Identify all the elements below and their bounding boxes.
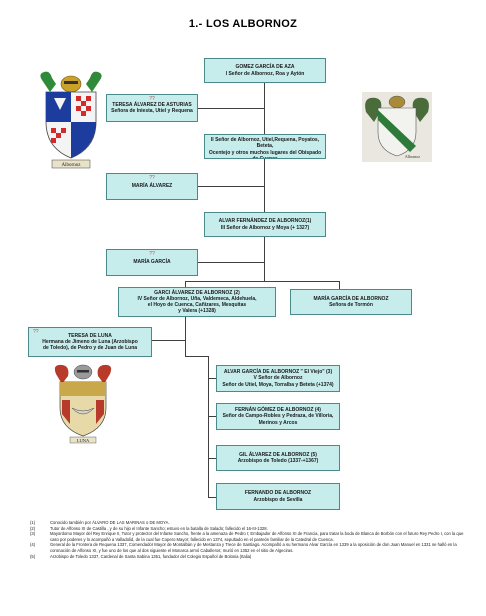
person-alvar-garcia-de-albornoz[interactable]: ALVAR GARCÍA DE ALBORNOZ " El Viejo" (3)… — [216, 365, 340, 392]
marriage-mark: ?? — [149, 251, 155, 257]
footnote: (3) Mayordomo Mayor del Rey Enrique II, … — [30, 531, 464, 542]
marriage-mark: ?? — [33, 329, 39, 335]
connector — [196, 186, 264, 187]
coat-of-arms-left: Albornoz — [40, 71, 102, 169]
footnote: (2) Tutor de Alfonso XI de Castilla , y … — [30, 525, 268, 531]
connector — [185, 316, 186, 356]
person-fernando-de-albornoz[interactable]: FERNANDO DE ALBORNOZ Arzobispo de Sevill… — [216, 483, 340, 510]
person-fernan-gomez-de-albornoz[interactable]: FERNÁN GÓMEZ DE ALBORNOZ II Señor de Alb… — [204, 134, 326, 159]
connector — [152, 340, 185, 341]
person-garci-alvarez-de-albornoz[interactable]: GARCI ÁLVAREZ DE ALBORNOZ (2) IV Señor d… — [118, 287, 276, 317]
footnotes: (1) Conocido también por ÁLVARO DE LAS M… — [30, 520, 470, 559]
footnote: (1) Conocido también por ÁLVARO DE LAS M… — [30, 520, 170, 525]
person-teresa-de-luna[interactable]: ?? TERESA DE LUNA Hermana de Jimeno de L… — [28, 327, 152, 357]
coat-of-arms-left-label: Albornoz — [62, 163, 82, 168]
connector — [185, 281, 339, 282]
person-teresa-alvarez-de-asturias[interactable]: ?? TERESA ÁLVAREZ DE ASTURIAS Señora de … — [106, 94, 198, 122]
footnote: (4) General de la Frontera de Requena 13… — [30, 542, 457, 553]
connector — [185, 281, 186, 287]
coat-of-arms-luna: LUNA — [54, 364, 112, 444]
person-fernan-gomez-de-albornoz-4[interactable]: FERNÁN GÓMEZ DE ALBORNOZ (4) Señor de Ca… — [216, 403, 340, 430]
connector — [208, 356, 209, 498]
connector — [196, 262, 264, 263]
connector — [264, 262, 265, 282]
connector — [264, 82, 265, 134]
connector — [264, 236, 265, 262]
marriage-mark: ?? — [149, 175, 155, 181]
connector — [185, 356, 209, 357]
coat-of-arms-right: Albornoz — [362, 92, 432, 162]
person-alvar-fernandez-de-albornoz[interactable]: ALVAR FERNÁNDEZ DE ALBORNOZ(1) III Señor… — [204, 212, 326, 237]
person-gil-alvarez-de-albornoz[interactable]: GIL ÁLVAREZ DE ALBORNOZ (5) Arzobispo de… — [216, 445, 340, 471]
connector — [208, 458, 216, 459]
person-maria-garcia-de-albornoz[interactable]: MARÍA GARCÍA DE ALBORNOZ Señora de Tormó… — [290, 289, 412, 315]
footnote: (5) Arzobispo de Toledo 1337, Cardenal d… — [30, 553, 252, 559]
coat-of-arms-right-label: Albornoz — [405, 154, 420, 159]
person-maria-garcia[interactable]: ?? MARÍA GARCÍA — [106, 249, 198, 276]
connector — [208, 497, 216, 498]
person-gomez-garcia-de-aza[interactable]: GOMEZ GARCÍA DE AZA I Señor de Albornoz,… — [204, 58, 326, 83]
coat-of-arms-luna-label: LUNA — [77, 438, 90, 443]
connector — [208, 416, 216, 417]
connector — [264, 158, 265, 212]
marriage-mark: ?? — [149, 96, 155, 102]
connector — [339, 281, 340, 289]
person-maria-alvarez[interactable]: ?? MARÍA ÁLVAREZ — [106, 173, 198, 200]
connector — [208, 378, 216, 379]
page-title: 1.- LOS ALBORNOZ — [188, 18, 298, 30]
connector — [196, 108, 264, 109]
